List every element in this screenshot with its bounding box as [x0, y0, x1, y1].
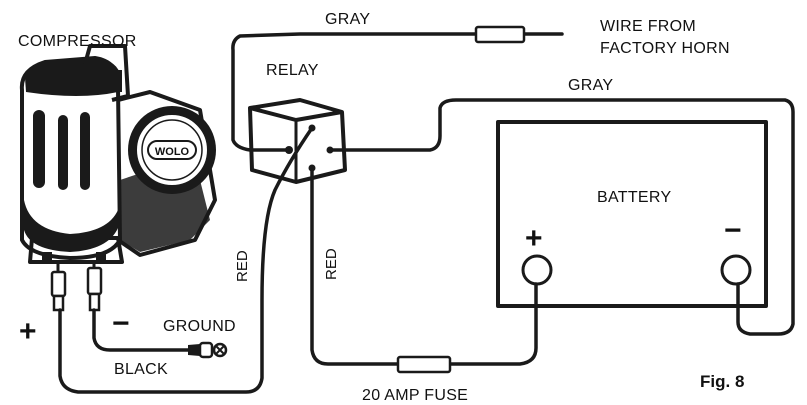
- gray-right-label: GRAY: [568, 77, 613, 94]
- battery-minus-sign: −: [724, 214, 742, 247]
- gray-wire-factory-horn: [231, 32, 564, 152]
- inline-fuse-gray: [474, 25, 526, 44]
- figure-label: Fig. 8: [700, 372, 744, 391]
- red-wire-compressor: [58, 126, 314, 394]
- relay-label: RELAY: [266, 62, 319, 79]
- relay: [248, 98, 347, 184]
- wire-from-label-line1: WIRE FROM: [600, 18, 696, 35]
- ground-ring-terminal: [188, 341, 228, 359]
- black-label: BLACK: [114, 361, 168, 378]
- gray-top-label: GRAY: [325, 11, 370, 28]
- fuse-label: 20 AMP FUSE: [362, 387, 468, 404]
- battery-plus-sign: +: [525, 222, 543, 255]
- wire-from-label-line2: FACTORY HORN: [600, 40, 730, 57]
- compressor-minus-sign: −: [112, 307, 130, 340]
- red-wire-battery: [310, 166, 538, 366]
- compressor-label: COMPRESSOR: [18, 33, 137, 50]
- compressor: WOLO: [19, 44, 217, 312]
- red-right-label: RED: [323, 248, 340, 280]
- red-left-label: RED: [234, 250, 251, 282]
- compressor-plus-sign: +: [19, 315, 37, 348]
- black-ground-wire: [92, 308, 194, 352]
- gray-wire-battery: [328, 98, 795, 336]
- battery-label: BATTERY: [597, 189, 671, 206]
- horn-logo-text: WOLO: [155, 146, 190, 158]
- fuse-20-amp: [396, 355, 452, 374]
- ground-label: GROUND: [163, 318, 236, 335]
